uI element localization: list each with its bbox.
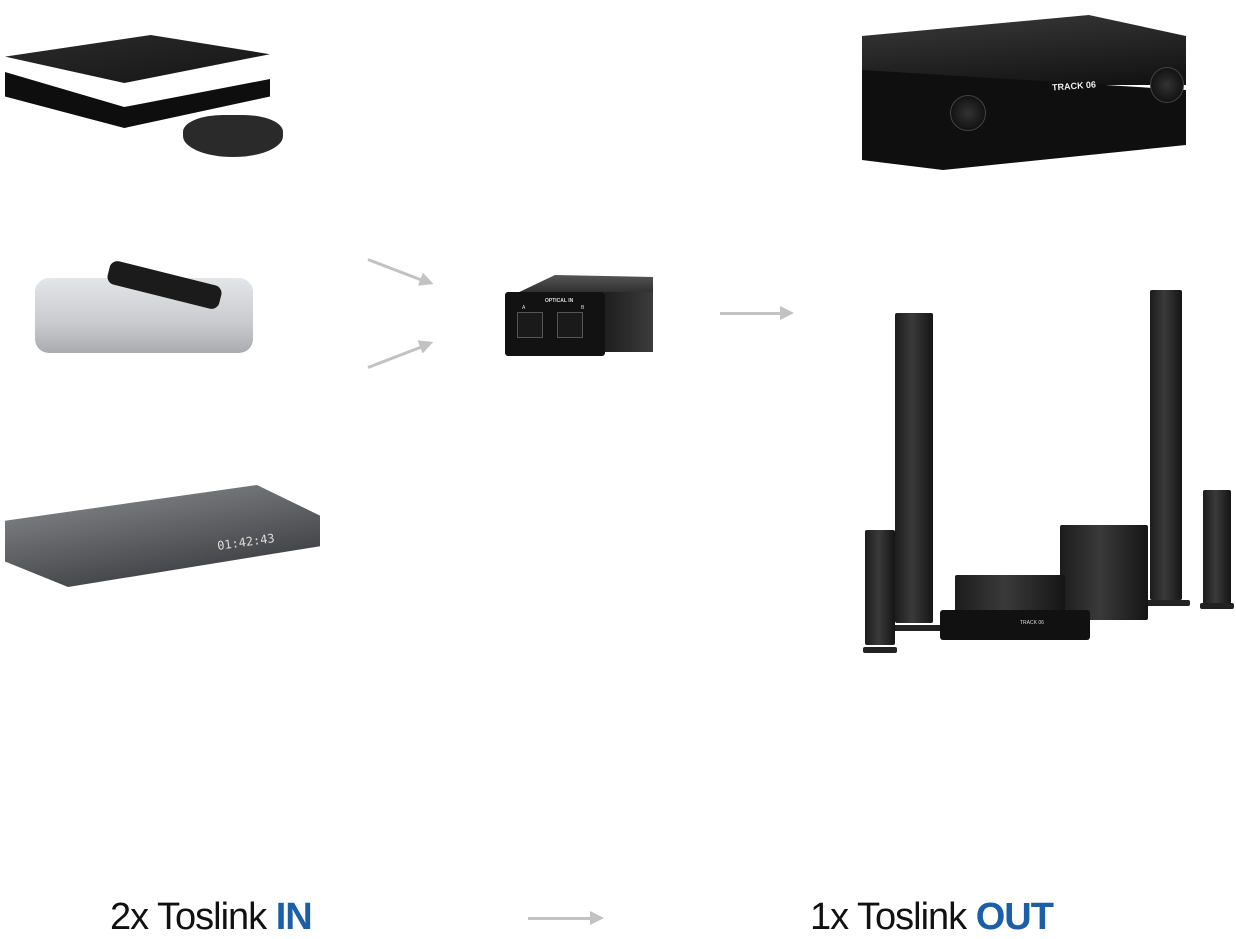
output-caption-text: 1x Toslink [810, 896, 976, 938]
game-console-image [5, 35, 285, 165]
output-caption-emphasis: OUT [975, 896, 1054, 938]
bluray-player-image: 01:42:43 [5, 485, 320, 587]
output-caption: 1x Toslink OUT [810, 896, 1054, 939]
optical-port-a-icon [517, 312, 543, 338]
port-b-label: B [581, 305, 585, 311]
media-player-image [35, 259, 255, 353]
switch-label: OPTICAL IN [545, 298, 574, 304]
input-caption: 2x Toslink IN [110, 896, 313, 939]
optical-port-b-icon [557, 312, 583, 338]
av-receiver-image: TRACK 06 [862, 15, 1186, 170]
volume-knob-icon [1150, 67, 1184, 103]
input-arrow-bottom [367, 342, 431, 369]
output-arrow [720, 306, 794, 320]
volume-knob-icon [950, 95, 986, 131]
input-caption-text: 2x Toslink [110, 896, 276, 938]
home-theater-speakers-image: TRACK 06 [855, 285, 1236, 665]
input-arrow-top [367, 258, 431, 285]
controller-icon [183, 115, 283, 157]
input-caption-emphasis: IN [275, 896, 313, 938]
port-a-label: A [522, 305, 526, 311]
caption-arrow [528, 911, 604, 925]
toslink-switch-image: OPTICAL IN A B [505, 275, 655, 357]
soundbar-display: TRACK 06 [1020, 620, 1044, 626]
